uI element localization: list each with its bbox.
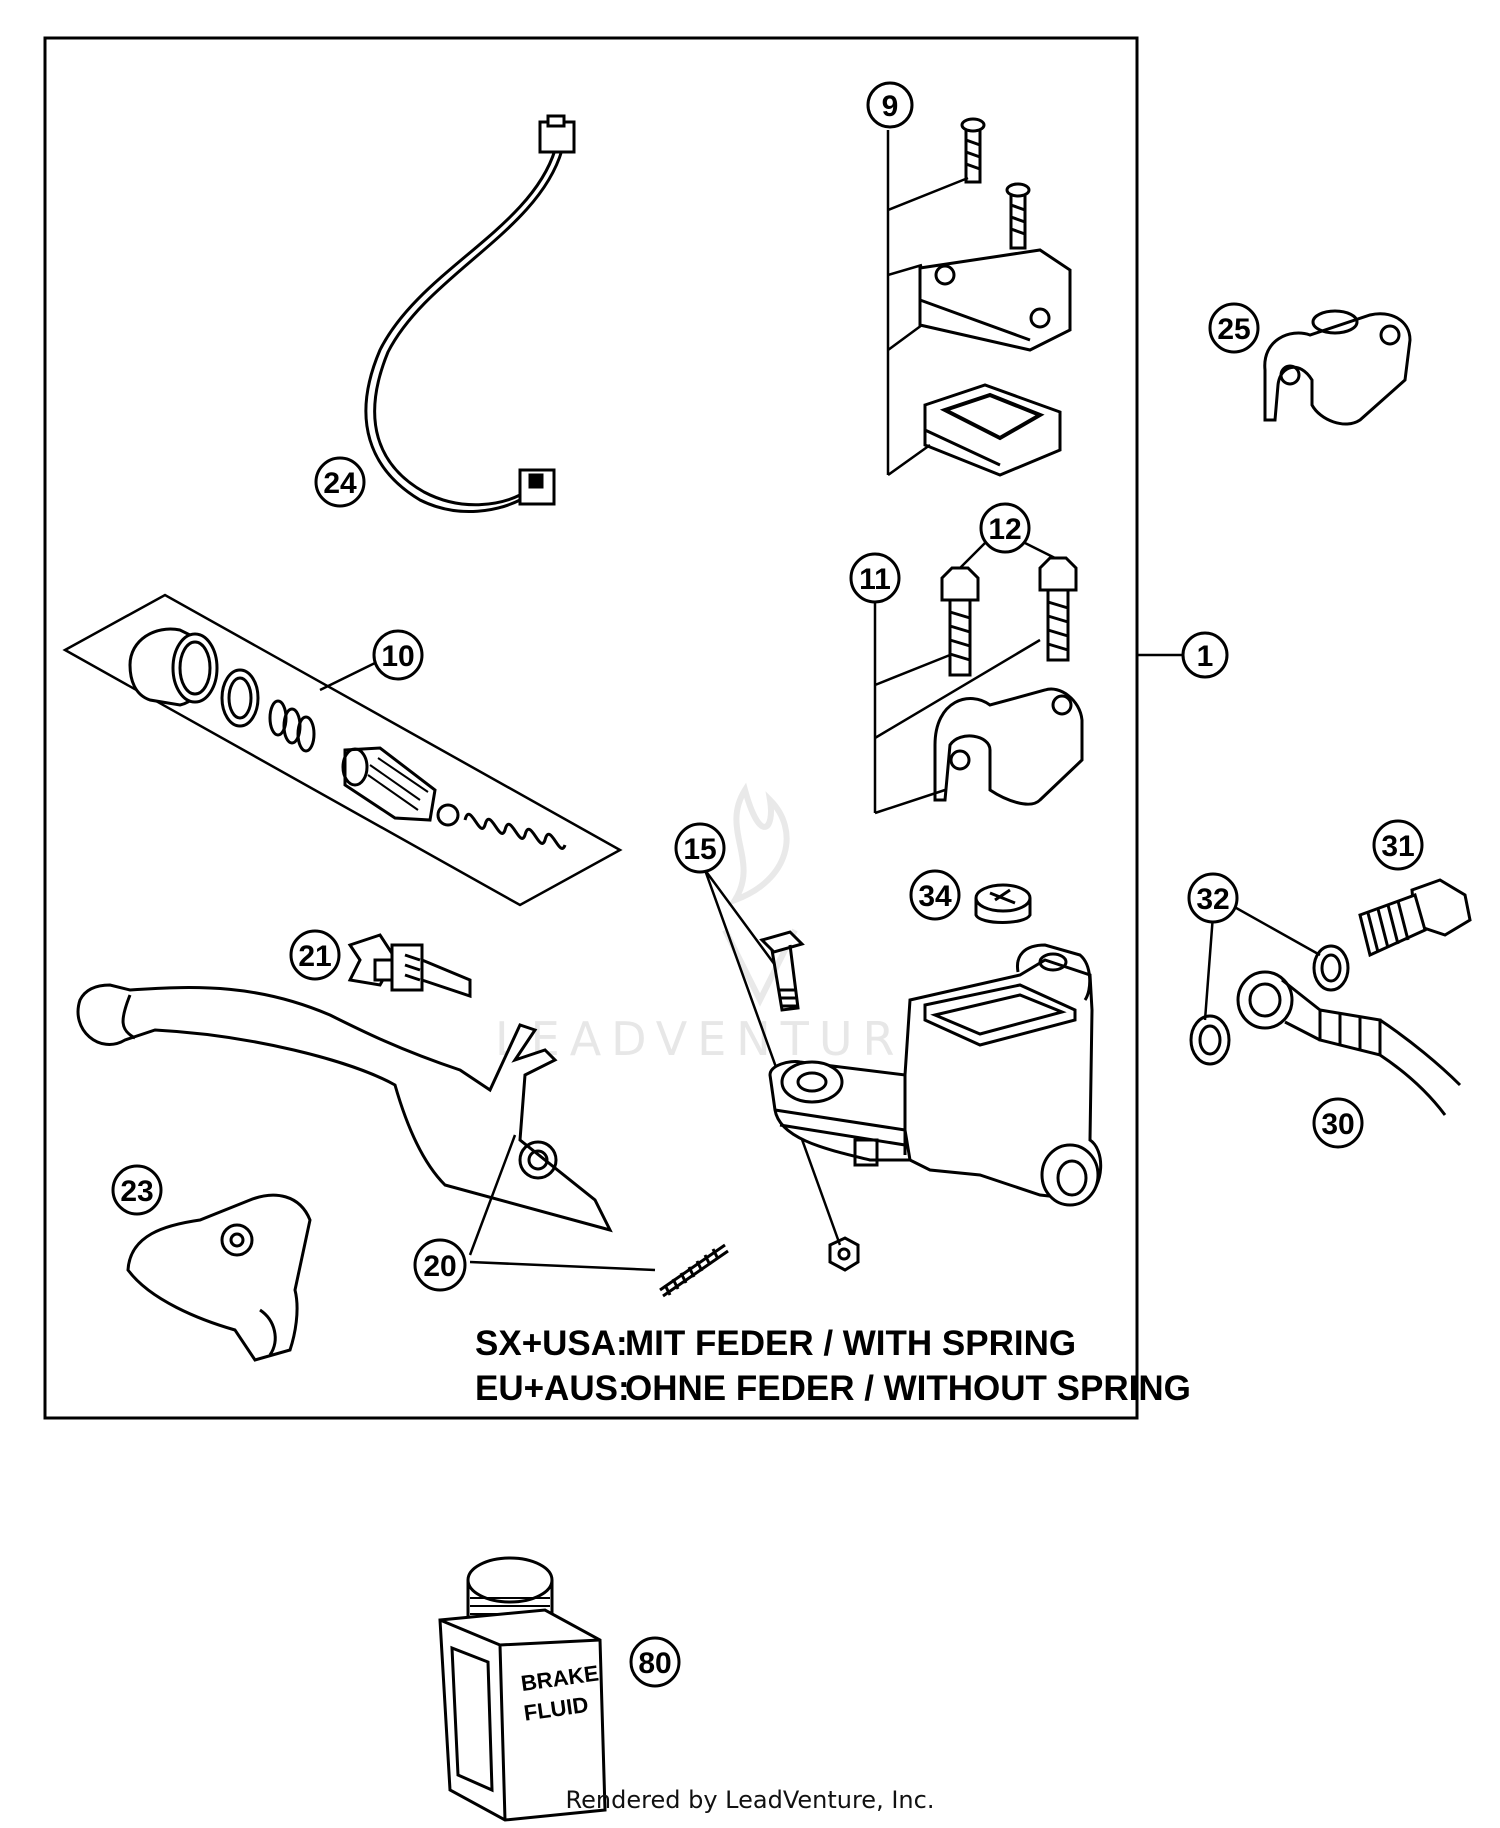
callout-24: 24: [314, 456, 366, 508]
callout-23-label: 23: [120, 1175, 153, 1208]
part-34-cap: [974, 883, 1032, 924]
callout-30-label: 30: [1321, 1108, 1354, 1141]
callout-11: 11: [849, 552, 901, 604]
callout-1-label: 1: [1197, 640, 1214, 673]
callout-15-label: 15: [683, 833, 716, 866]
callout-31-label: 31: [1381, 830, 1414, 863]
master-cylinder-body: [768, 943, 1103, 1207]
callout-32: 32: [1187, 872, 1239, 924]
part-9-cover-kit: [886, 117, 1072, 477]
part-25-clamp: [1263, 309, 1412, 426]
part-20-leader: [468, 1134, 656, 1272]
callout-9: 9: [866, 81, 914, 129]
callout-80: 80: [629, 1636, 681, 1688]
callout-12: 12: [959, 502, 1056, 569]
callout-34-label: 34: [918, 880, 952, 913]
part-24-switch-cable: [364, 114, 576, 513]
part-32-washers: [1189, 898, 1350, 1066]
part-10-piston-kit: [62, 593, 623, 907]
callout-20: 20: [413, 1238, 467, 1292]
part-23-lever-guard: [126, 1193, 312, 1362]
callout-21: 21: [289, 929, 341, 981]
note-line1-value: MIT FEDER / WITH SPRING: [625, 1324, 1076, 1363]
watermark-flame-icon: [722, 782, 798, 1007]
callout-11-label: 11: [859, 563, 891, 596]
callout-1: 1: [1181, 631, 1229, 679]
callout-24-label: 24: [323, 467, 357, 500]
part-20-lever: [76, 983, 613, 1233]
part-31-banjo-bolt: [1358, 878, 1472, 958]
callout-30: 30: [1312, 1097, 1364, 1149]
callout-9-label: 9: [882, 90, 899, 123]
footer-credit: Rendered by LeadVenture, Inc.: [565, 1786, 935, 1814]
callout-80-label: 80: [638, 1647, 671, 1680]
callout-10: 10: [319, 629, 424, 692]
part-11-12-clamp-bolts: [873, 556, 1084, 815]
callout-31: 31: [1372, 819, 1424, 871]
note-line2-key: EU+AUS:: [475, 1369, 630, 1408]
callout-12-label: 12: [988, 513, 1021, 546]
callout-34: 34: [909, 869, 961, 921]
callout-23: 23: [111, 1164, 163, 1216]
watermark-text: LEADVENTURE: [495, 1012, 944, 1066]
assembly-frame: [43, 36, 1139, 1420]
callout-32-label: 32: [1196, 883, 1229, 916]
note-line2-value: OHNE FEDER / WITHOUT SPRING: [625, 1369, 1191, 1408]
callout-21-label: 21: [298, 940, 331, 973]
callout-10-label: 10: [381, 640, 414, 673]
part-30-brake-hose: [1236, 970, 1462, 1116]
part-21-adjuster: [347, 933, 472, 999]
part-80-brake-fluid-bottle: [438, 1556, 607, 1822]
callout-15: 15: [674, 822, 726, 874]
callout-20-label: 20: [423, 1250, 456, 1283]
callout-25: 25: [1208, 302, 1260, 354]
callout-25-label: 25: [1217, 313, 1250, 346]
note-line1-key: SX+USA:: [475, 1324, 628, 1363]
part-20-spring: [659, 1243, 729, 1298]
